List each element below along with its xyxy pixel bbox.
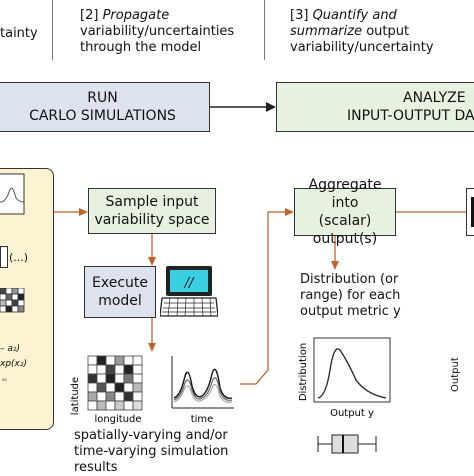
laptop-icon: // (160, 266, 218, 317)
distribution-text: Distribution (or range) for each output … (300, 272, 420, 320)
step2-line3: through the model (80, 40, 202, 55)
inputs-formula-2: xp(x₂) (0, 359, 27, 369)
step2-header: [2] Propagate variability/uncertainties … (80, 8, 260, 56)
analyze-banner-line2: INPUT-OUTPUT DA (347, 108, 474, 124)
input-grid-thumbnail (0, 288, 25, 313)
distribution-line2: range) for each (300, 288, 401, 303)
run-banner-line2: CARLO SIMULATIONS (29, 108, 176, 124)
aggregate-line2: (scalar) output(s) (312, 213, 378, 247)
step-divider-1 (52, 0, 53, 60)
step3-line3: variability/uncertainty (290, 40, 434, 55)
step3-number: [3] (290, 8, 309, 23)
step3-output: output (362, 24, 410, 39)
results-caption-line2: time-varying simulation (74, 444, 229, 459)
distribution-line1: Distribution (or (300, 272, 399, 287)
step3-summarize: summarize (290, 24, 363, 39)
dist-plot-ylabel: Distribution (298, 343, 309, 401)
inputs-formula-1: – a₂) (0, 344, 20, 354)
execute-model-box: Execute model (84, 266, 156, 318)
sample-input-line1: Sample input (105, 194, 199, 210)
timeseries-xlabel: time (191, 414, 214, 424)
input-curve-thumbnail (0, 173, 25, 215)
analyze-banner-line1: ANALYZE (403, 90, 466, 106)
heatmap-ylabel: latitude (70, 377, 81, 415)
timeseries-thumbnail: time (171, 356, 234, 424)
results-caption: spatially-varying and/or time-varying si… (74, 428, 274, 476)
right-partial-box (466, 188, 474, 236)
heatmap-xlabel: longitude (94, 414, 141, 424)
aggregate-box: Aggregate into (scalar) output(s) (294, 177, 396, 247)
run-banner: RUN CARLO SIMULATIONS (0, 82, 210, 132)
inputs-ellipsis: (...) (9, 251, 29, 264)
execute-model-line2: model (98, 293, 142, 309)
banner-arrow (210, 102, 276, 112)
distribution-plot: Distribution Output y (298, 337, 391, 419)
step1-fragment: tainty (0, 26, 38, 41)
step2-number: [2] (80, 8, 99, 23)
distribution-line3: output metric y (300, 304, 401, 319)
heatmap-thumbnail: latitude longitude (70, 355, 143, 424)
analyze-banner: ANALYZE INPUT-OUTPUT DA (276, 82, 474, 132)
input-small-box (0, 246, 8, 268)
step-divider-2 (264, 0, 265, 60)
laptop-screen-text: // (184, 276, 195, 291)
run-banner-line1: RUN (87, 90, 118, 106)
results-caption-line1: spatially-varying and/or (74, 428, 228, 443)
sample-input-box: Sample input variability space (88, 188, 216, 234)
step3-header: [3] Quantify and summarize output variab… (290, 8, 474, 56)
step2-line2: variability/uncertainties (80, 24, 235, 39)
right-output-label: Output (450, 357, 461, 392)
sample-input-line2: variability space (94, 212, 210, 228)
results-caption-line3: results (74, 460, 118, 475)
boxplot (317, 434, 377, 454)
dist-plot-xlabel: Output y (330, 408, 374, 419)
execute-model-line1: Execute (92, 275, 148, 291)
inputs-formula-3: ₀₀ (2, 376, 7, 383)
aggregate-line1: Aggregate into (308, 177, 382, 211)
step3-title: Quantify and (312, 8, 397, 23)
step2-title: Propagate (102, 8, 170, 23)
